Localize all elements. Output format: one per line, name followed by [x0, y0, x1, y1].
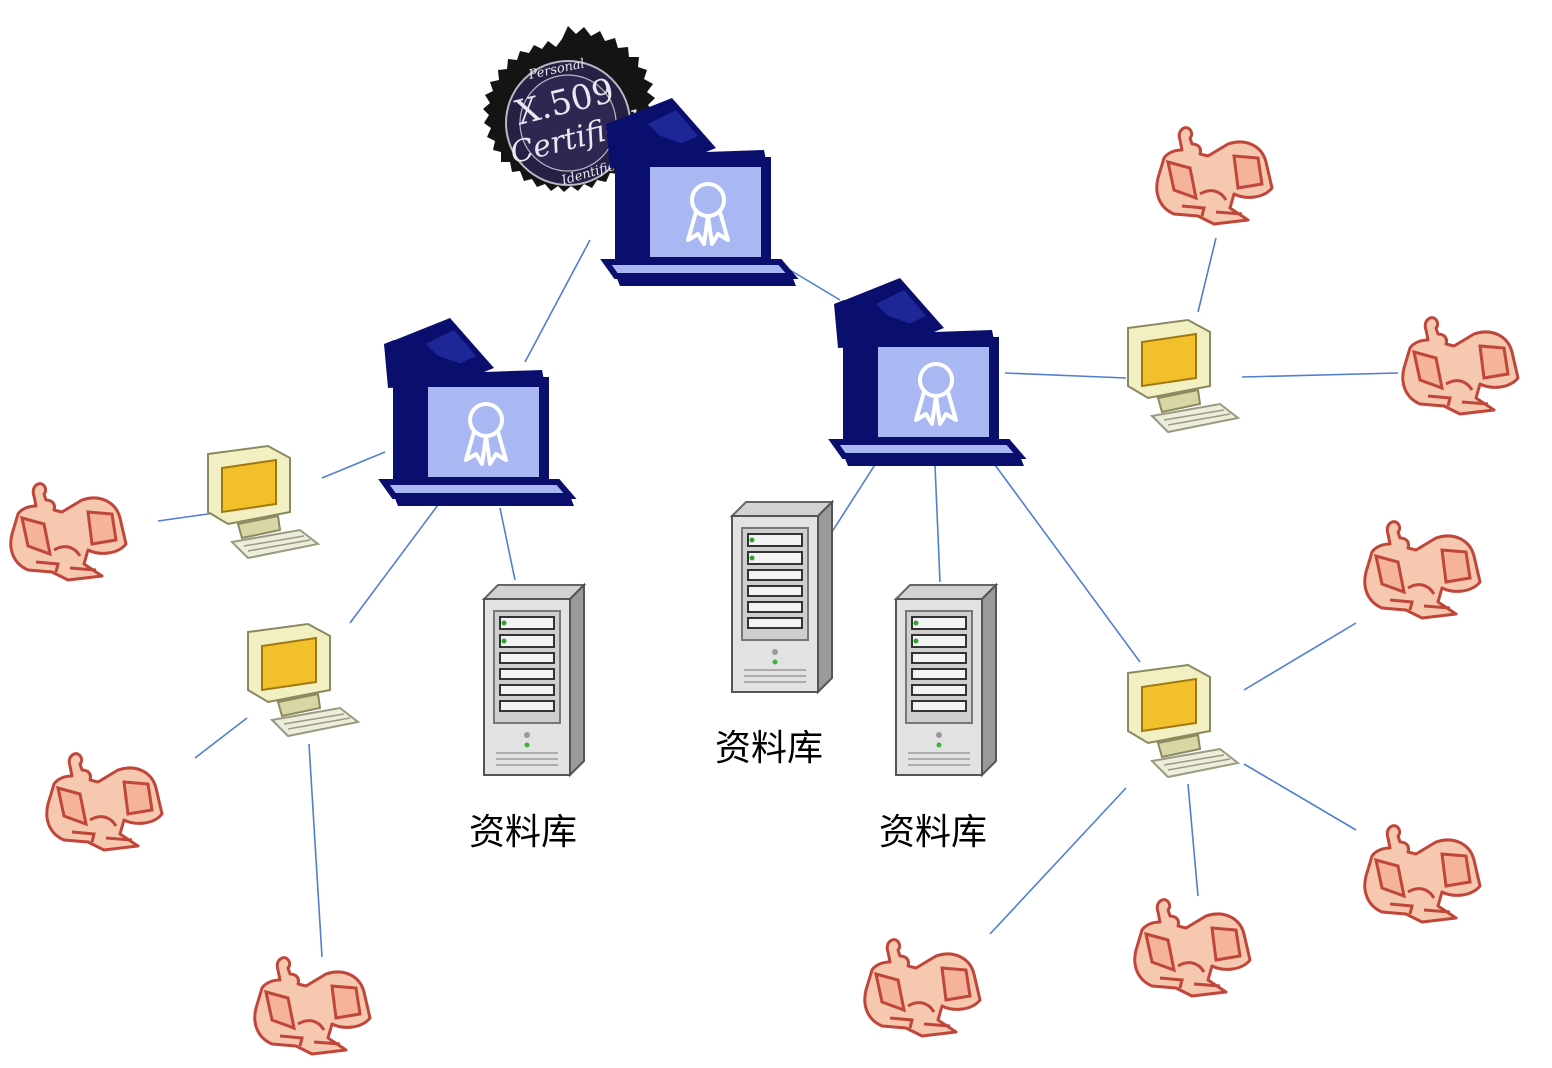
- link-root-seal: [524, 239, 591, 363]
- database-label-right: 资料库: [879, 812, 987, 853]
- link-ws2-user2: [194, 717, 248, 759]
- right-ca-icon: [834, 278, 1024, 466]
- user-icon-right-a: [1363, 520, 1482, 620]
- link-ca-right-db-mid: [829, 459, 879, 536]
- database-label-left: 资料库: [469, 812, 577, 853]
- user-icon-left-1: [9, 482, 128, 582]
- left-ca-icon: [384, 318, 574, 506]
- link-ws2-user3: [308, 743, 323, 958]
- user-icon-right-d: [863, 938, 982, 1038]
- user-icon-right-b: [1363, 824, 1482, 924]
- user-icon-left-2: [45, 752, 164, 852]
- database-server-icon-right: [895, 584, 997, 776]
- connection-lines: [157, 237, 1399, 958]
- database-label-middle: 资料库: [715, 728, 823, 769]
- database-server-icon-left: [483, 584, 585, 776]
- link-ws4-user-b: [1243, 763, 1357, 831]
- link-root-ca-right: [789, 269, 841, 301]
- link-ws4-user-c: [1187, 783, 1199, 897]
- user-icon-right-mid: [1401, 316, 1520, 416]
- link-ca-right-db-right: [934, 464, 941, 583]
- root-ca-icon: [606, 98, 796, 286]
- workstation-icon-left-bottom: [247, 623, 359, 737]
- link-ws4-user-a: [1243, 622, 1357, 691]
- link-ca-left-ws1: [321, 451, 386, 479]
- link-ca-right-ws3: [1004, 372, 1127, 379]
- link-ws4-user-d: [989, 787, 1127, 935]
- link-ca-right-ws4: [994, 464, 1141, 663]
- link-ca-left-ws2: [349, 504, 439, 624]
- database-server-icon-middle: [731, 501, 833, 693]
- link-ws3-user-top: [1197, 237, 1217, 313]
- workstation-icon-right-top: [1127, 319, 1239, 433]
- user-icon-right-top: [1155, 126, 1274, 226]
- link-ws1-user1: [157, 512, 216, 522]
- workstation-icon-right-bottom: [1127, 664, 1239, 778]
- user-icon-left-3: [253, 956, 372, 1056]
- link-ca-left-db: [499, 507, 516, 581]
- x509-certified-seal: Personal X.509 Certified Identified: [483, 26, 655, 192]
- workstation-icon-left-top: [207, 445, 319, 559]
- link-ws3-user-right: [1241, 372, 1399, 378]
- user-icon-right-c: [1133, 898, 1252, 998]
